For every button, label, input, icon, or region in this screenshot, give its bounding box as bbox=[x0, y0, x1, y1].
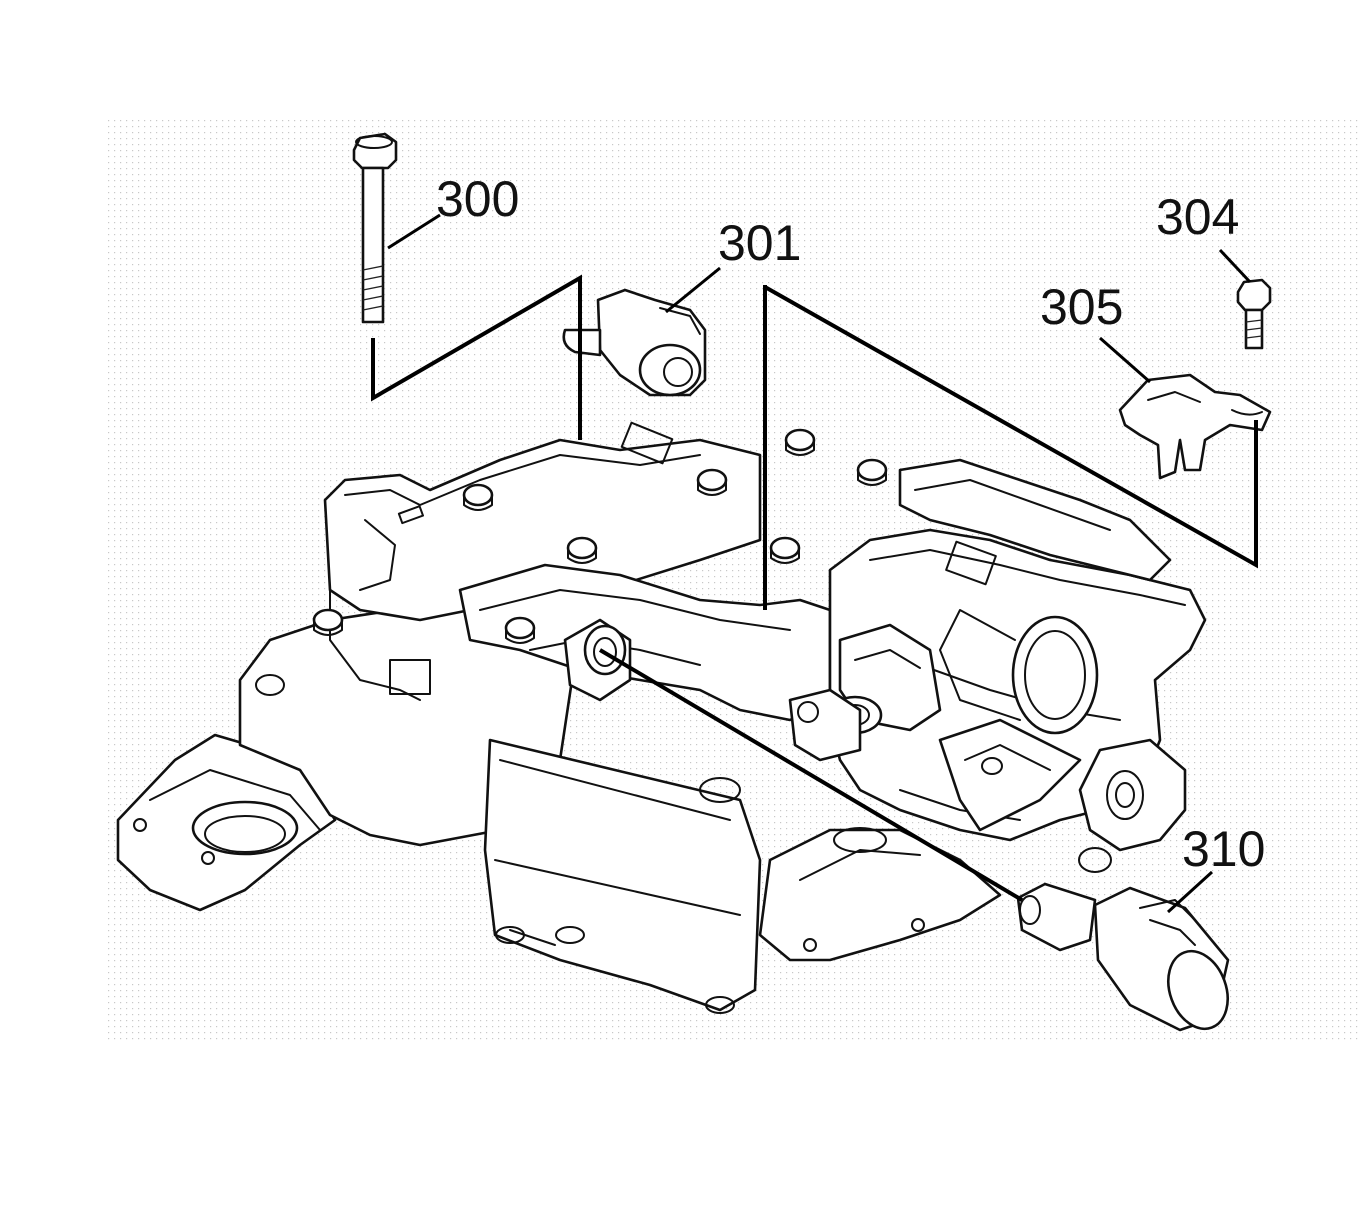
callout-301: 301 bbox=[718, 215, 802, 271]
callout-304: 304 bbox=[1156, 189, 1240, 245]
valve-body bbox=[116, 421, 1207, 1014]
bolt-heads bbox=[312, 428, 888, 644]
solenoid-310 bbox=[1016, 882, 1230, 1032]
callout-305: 305 bbox=[1040, 279, 1124, 335]
callout-ticks bbox=[387, 213, 1252, 914]
callout-310: 310 bbox=[1182, 821, 1266, 877]
bolt-300 bbox=[352, 132, 398, 324]
bracket-305 bbox=[1118, 373, 1272, 480]
assembly-leader-lines bbox=[371, 274, 1258, 902]
callout-300: 300 bbox=[436, 171, 520, 227]
